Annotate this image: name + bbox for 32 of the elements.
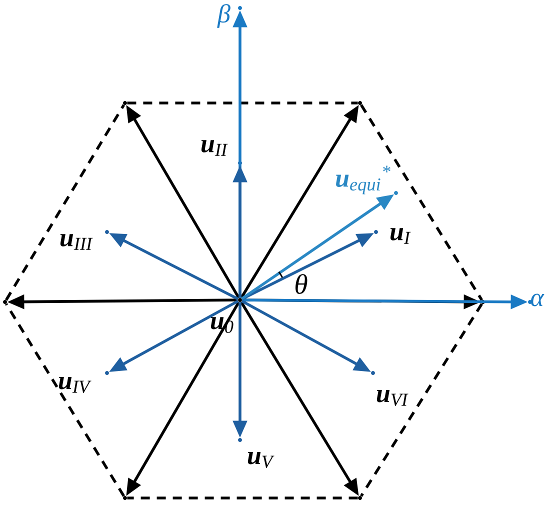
vector-point bbox=[374, 230, 378, 234]
angle-label: θ bbox=[296, 274, 308, 294]
dashed-line bbox=[4, 104, 126, 301]
vector-label: u$_{VI}$ bbox=[376, 390, 408, 406]
dashed-line bbox=[127, 496, 358, 500]
vector-label: u$_{I}$ bbox=[390, 228, 411, 244]
vector-label: u$_{IV}$ bbox=[58, 377, 92, 393]
vector-point bbox=[105, 371, 109, 375]
vector-point bbox=[238, 438, 242, 442]
dashed-line bbox=[127, 102, 358, 104]
dashed-line bbox=[360, 303, 484, 497]
vector-point bbox=[481, 300, 485, 304]
vector-point bbox=[358, 496, 362, 500]
vector-point bbox=[238, 298, 242, 302]
dashed-line bbox=[360, 104, 484, 301]
vector-point bbox=[123, 101, 127, 105]
vector-point bbox=[105, 230, 109, 234]
dashed-line bbox=[4, 303, 126, 497]
vector-point bbox=[394, 191, 398, 195]
vector-point bbox=[528, 300, 532, 304]
vector-label: α bbox=[530, 294, 544, 306]
vector-point bbox=[123, 496, 127, 500]
vector-label: u$_{II}$ bbox=[201, 140, 228, 156]
vector-label: u$_{V}$ bbox=[248, 452, 274, 468]
vector-label: β bbox=[217, 4, 230, 28]
vector-point bbox=[371, 371, 375, 375]
vector-point bbox=[358, 101, 362, 105]
vector-point bbox=[238, 161, 242, 165]
vector-label: u$_{III}$ bbox=[60, 234, 93, 250]
vector-label: u$_{equi}$* bbox=[336, 166, 390, 194]
vector-point bbox=[3, 300, 7, 304]
vector-point bbox=[238, 6, 242, 10]
